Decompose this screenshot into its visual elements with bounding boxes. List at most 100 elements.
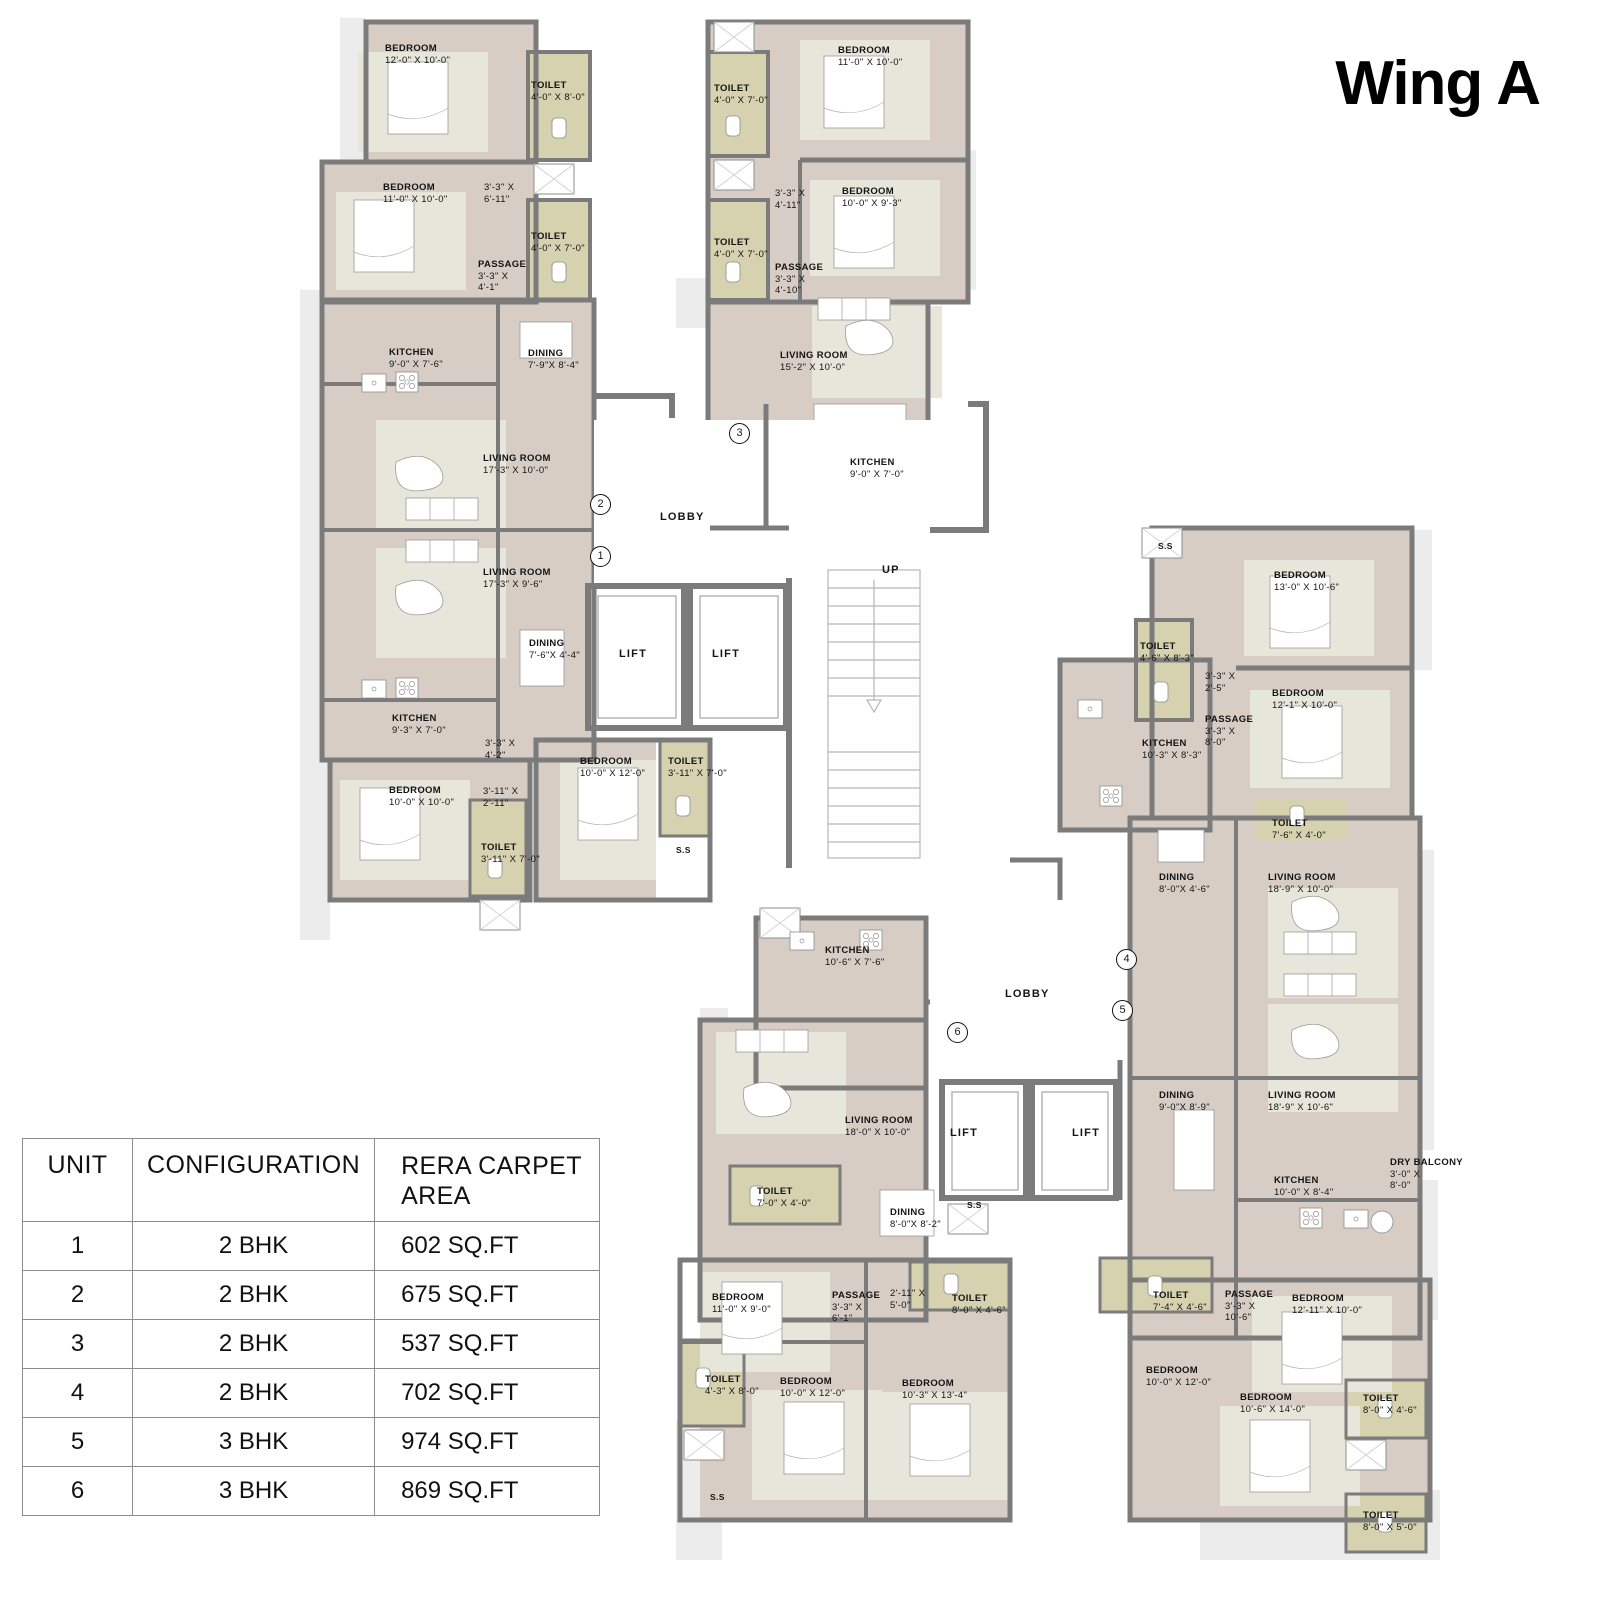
room-label-dimension: 10'-3" X 13'-4" [902, 1389, 968, 1401]
cell-configuration: 2 BHK [131, 1270, 376, 1320]
room-label-name: PASSAGE [1205, 714, 1254, 725]
cell-area: 602 SQ.FT [374, 1221, 600, 1271]
room-label: LIFT [619, 648, 647, 661]
room-label-name: LIVING ROOM [780, 350, 848, 361]
room-label-name: S.S [967, 1200, 982, 1210]
room-label-dimension: 5'-0" [890, 1299, 911, 1311]
room-label-name: LIFT [1072, 1127, 1101, 1139]
room-label-name: LIVING ROOM [483, 453, 551, 464]
room-label-dimension: 7'-0" X 4'-0" [757, 1197, 811, 1209]
cell-area: 974 SQ.FT [374, 1417, 600, 1467]
unit-badge-2[interactable]: 2 [590, 494, 611, 515]
room-label-name: DRY BALCONY [1390, 1157, 1463, 1168]
connector-walls [594, 393, 1063, 1005]
room-label-name: KITCHEN [389, 347, 434, 358]
room-label: S.S [967, 1200, 982, 1210]
room-label-dimension: 7'-6" X 4'-0" [1272, 829, 1326, 841]
room-label-name: LIFT [950, 1127, 979, 1139]
room-label-name: LIFT [619, 648, 648, 660]
room-label-dimension: 3'-11" X [483, 786, 519, 797]
room-label-name: TOILET [531, 231, 567, 242]
room-label-dimension: 10'-3" X 8'-3" [1142, 749, 1202, 761]
room-label-dimension: 3'-3" X [775, 273, 806, 285]
room-label-name: KITCHEN [392, 713, 437, 724]
room-label-name: TOILET [531, 80, 567, 91]
cell-configuration: 2 BHK [131, 1319, 376, 1369]
room-label-dimension: 18'-9" X 10'-6" [1268, 1101, 1334, 1113]
unit-block-right [1057, 525, 1433, 1554]
room-label-dimension: 3'-0" X [1390, 1168, 1421, 1180]
room-label-dimension: 10'-0" X 8'-4" [1274, 1186, 1334, 1198]
cell-unit: 4 [22, 1368, 133, 1418]
room-label-dimension: 4'-2" [485, 749, 506, 761]
unit-badge-5[interactable]: 5 [1112, 1000, 1133, 1021]
room-label-name: LOBBY [1005, 988, 1050, 1000]
furniture-right [1077, 575, 1394, 1533]
room-label-name: LIVING ROOM [845, 1115, 913, 1126]
room-label: LIFT [1072, 1127, 1100, 1140]
room-label-dimension: 4'-3" X 8'-0" [705, 1385, 759, 1397]
room-label-dimension: 7'-4" X 4'-6" [1153, 1301, 1207, 1313]
unit-badge-1[interactable]: 1 [590, 546, 611, 567]
room-label-name: DINING [1159, 1090, 1195, 1101]
col-header-configuration: CONFIGURATION [131, 1138, 376, 1222]
room-label-dimension: 10'-0" X 12'-0" [580, 767, 646, 779]
room-label-dimension: 13'-0" X 10'-6" [1274, 581, 1340, 593]
room-label-dimension: 17'-3" X 10'-0" [483, 464, 549, 476]
table-header-row: UNIT CONFIGURATION RERA CARPET AREA [22, 1138, 600, 1222]
unit-badge-6[interactable]: 6 [947, 1022, 968, 1043]
room-label-name: LIFT [712, 648, 741, 660]
room-label-name: KITCHEN [1274, 1175, 1319, 1186]
room-label-name: BEDROOM [712, 1292, 765, 1303]
room-label-dimension: 3'-3" X [478, 270, 509, 282]
room-label: LIFT [712, 648, 740, 661]
room-label-name: BEDROOM [383, 182, 436, 193]
cell-area: 869 SQ.FT [374, 1466, 600, 1516]
room-label-dimension: 3'-3" X [485, 738, 516, 749]
room-label: UP [882, 564, 900, 577]
room-label-dimension: 6'-11" [484, 193, 510, 205]
room-label-name: BEDROOM [1272, 688, 1325, 699]
page-title: Wing A [1335, 49, 1541, 118]
col-header-unit: UNIT [22, 1138, 133, 1222]
unit-badge-4[interactable]: 4 [1116, 949, 1137, 970]
room-label-dimension: 15'-2" X 10'-0" [780, 361, 846, 373]
room-label-dimension: 12'-0" X 10'-0" [385, 54, 451, 66]
room-label-dimension: 3'-11" X 7'-0" [668, 767, 727, 779]
room-label-name: PASSAGE [832, 1290, 881, 1301]
room-label-name: LIVING ROOM [1268, 1090, 1336, 1101]
unit-badge-3[interactable]: 3 [729, 423, 750, 444]
core-upper [585, 404, 974, 868]
cell-unit: 1 [22, 1221, 133, 1271]
